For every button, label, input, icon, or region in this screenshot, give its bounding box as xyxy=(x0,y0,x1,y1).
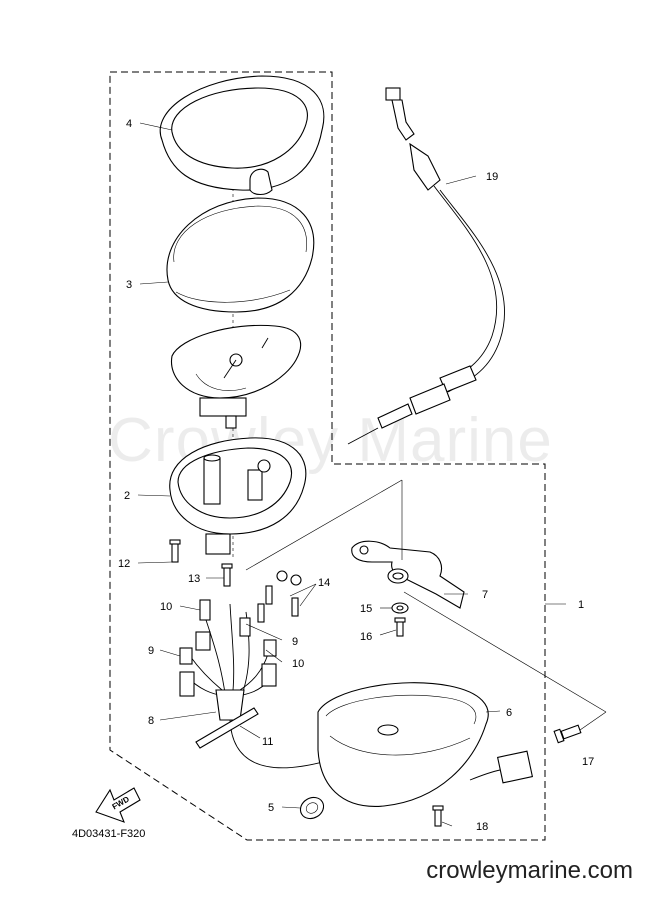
callout-5: 5 xyxy=(268,802,274,814)
part-meter-case[interactable] xyxy=(169,437,307,555)
part-grommet[interactable] xyxy=(297,793,328,822)
part-screw-15[interactable] xyxy=(432,805,444,827)
callout-19: 19 xyxy=(486,171,498,183)
assembly-boundary xyxy=(109,71,546,841)
housing-connector[interactable] xyxy=(469,750,534,784)
part-housing[interactable] xyxy=(317,682,489,807)
part-bracket[interactable] xyxy=(351,540,465,609)
part-cable-tie[interactable] xyxy=(195,707,259,749)
callout-4: 4 xyxy=(126,118,132,130)
callout-10a: 10 xyxy=(160,601,172,613)
callout-1: 1 xyxy=(578,599,584,611)
fwd-arrow: FWD xyxy=(95,787,141,823)
callout-15: 18 xyxy=(476,821,488,833)
callout-17: 16 xyxy=(360,631,372,643)
callout-labels: 4 3 2 12 13 10 9 8 11 9 10 14 7 15 16 1 … xyxy=(118,118,594,833)
part-bezel-ring[interactable] xyxy=(159,75,325,196)
meter-face-assembly[interactable] xyxy=(170,324,302,429)
callout-10b: 10 xyxy=(292,658,304,670)
callout-9a: 9 xyxy=(148,645,154,657)
drawing-code: 4D03431-F320 xyxy=(72,828,145,840)
part-screw-17[interactable] xyxy=(394,617,406,637)
callout-14: 12 xyxy=(118,558,130,570)
callout-16: 15 xyxy=(360,603,372,615)
callout-3: 3 xyxy=(126,279,132,291)
callout-11: 11 xyxy=(262,736,273,748)
leader-lines xyxy=(137,122,607,827)
part-speedometer-cable[interactable] xyxy=(347,87,505,445)
callout-8: 8 xyxy=(148,715,154,727)
part-washer-16[interactable] xyxy=(391,602,409,614)
site-footer[interactable]: crowleymarine.com xyxy=(426,857,633,884)
callout-12: 13 xyxy=(188,573,200,585)
callout-2: 2 xyxy=(124,490,130,502)
part-screws-13[interactable] xyxy=(257,570,302,623)
callout-13: 14 xyxy=(318,577,330,589)
callout-6: 6 xyxy=(506,707,512,719)
callout-9b: 9 xyxy=(292,636,298,648)
part-screw-12[interactable] xyxy=(221,563,233,587)
part-screw-14[interactable] xyxy=(169,539,181,563)
bulb-sockets[interactable] xyxy=(179,599,277,697)
part-screw-18[interactable] xyxy=(553,724,582,744)
callout-18: 17 xyxy=(582,756,594,768)
callout-7: 7 xyxy=(482,589,488,601)
part-lens-cover[interactable] xyxy=(166,197,315,313)
